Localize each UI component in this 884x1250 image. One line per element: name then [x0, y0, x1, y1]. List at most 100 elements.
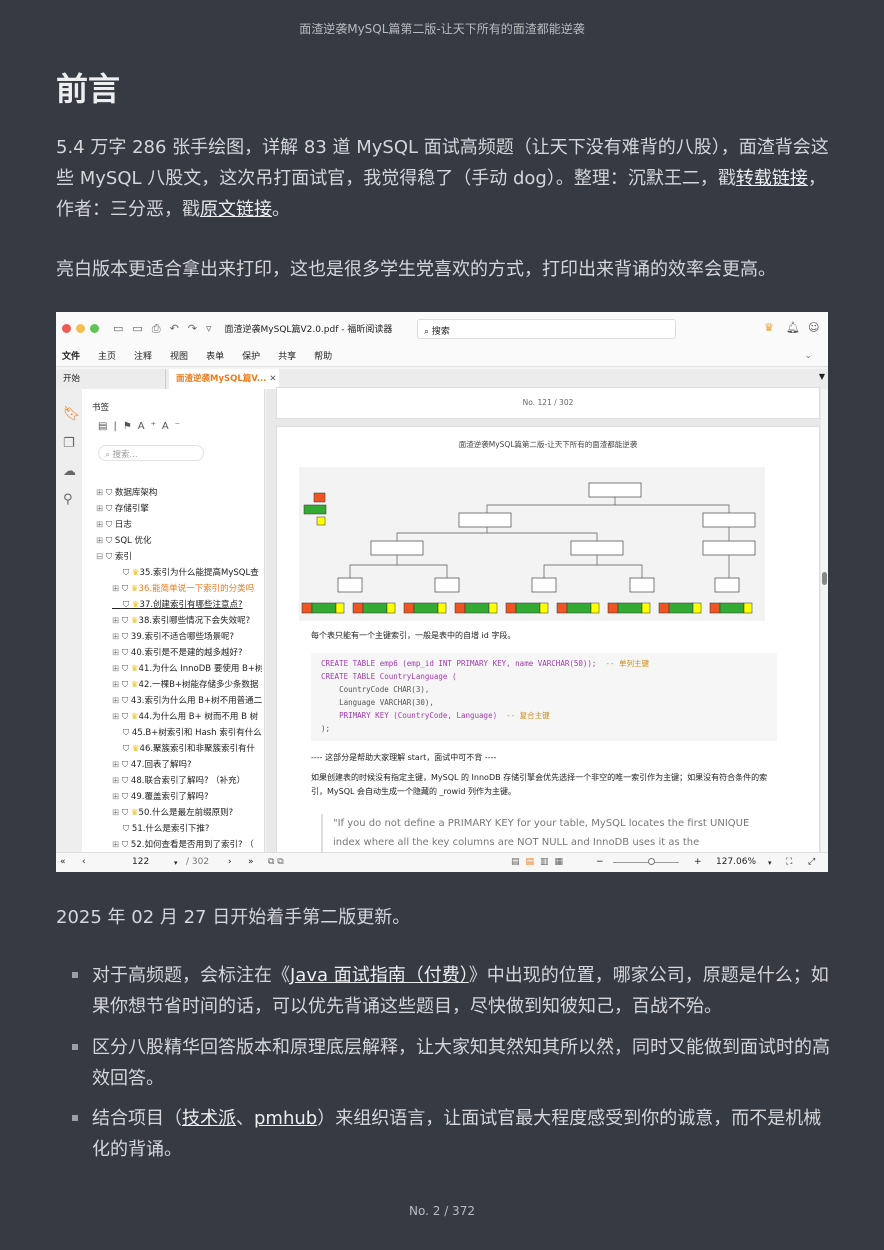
zoom-out-icon[interactable]: − — [596, 857, 604, 867]
bookmark-item[interactable]: ⛉ ♛35.索引为什么能提高MySQL查 — [112, 566, 262, 578]
page-input[interactable]: 122 — [132, 857, 150, 867]
search-box[interactable]: ⌕ 搜索 — [417, 319, 676, 339]
menu-home[interactable]: 主页 — [98, 352, 117, 362]
tab-dropdown-icon[interactable]: ▼ — [818, 372, 825, 381]
bookmark-item[interactable]: ⛉ 45.B+树索引和 Hash 索引有什么 — [112, 726, 262, 738]
bookmark-panel-icon[interactable]: 🔖︎ — [63, 406, 81, 422]
zoom-level[interactable]: 127.06% — [716, 857, 757, 867]
close-tab-icon[interactable]: ✕ — [269, 374, 277, 384]
expand-icon[interactable] — [112, 824, 120, 834]
bookmark-item[interactable]: ⊞ ⛉ 40.索引是不是建的越多越好? — [112, 646, 262, 658]
zoom-slider[interactable] — [613, 862, 679, 863]
bookmark-item[interactable]: ⛉ 51.什么是索引下推? — [112, 822, 262, 834]
bookmark-search[interactable]: ⌕ 搜索... — [98, 445, 204, 461]
bookmark-item[interactable]: ⊞ ⛉ SQL 优化 — [96, 534, 262, 546]
tab-document[interactable]: 面渣逆袭MySQL篇V... ✕ — [169, 369, 279, 389]
menu-form[interactable]: 表单 — [206, 352, 225, 362]
bookmark-item[interactable]: ⛉ ♛46.聚簇索引和非聚簇索引有什 — [112, 742, 262, 754]
expand-icon[interactable]: ⊞ — [112, 792, 122, 802]
prev-page-icon[interactable]: ‹ — [82, 857, 86, 867]
expand-icon[interactable]: ⊞ — [96, 504, 106, 514]
bookmark-tools-icons[interactable]: ▤|⚑A⁺A⁻ — [98, 421, 187, 432]
vertical-scrollbar[interactable] — [821, 389, 828, 852]
expand-icon[interactable]: ⊞ — [112, 696, 122, 706]
bookmark-item[interactable]: ⊞ ⛉ 48.联合索引了解吗? （补充） — [112, 774, 262, 786]
bookmark-item[interactable]: ⊟ ⛉ 索引 — [96, 550, 262, 562]
zoom-slider-handle[interactable] — [648, 858, 655, 865]
menu-view[interactable]: 视图 — [170, 352, 189, 362]
repost-link[interactable]: 转载链接 — [735, 168, 808, 189]
java-guide-link[interactable]: Java 面试指南（付费） — [290, 965, 469, 986]
bookmark-item[interactable]: ⊞ ⛉ ♛42.一棵B+树能存储多少条数据 — [112, 678, 262, 690]
bookmark-item[interactable]: ⛉ ♛37.创建索引有哪些注意点? — [112, 598, 262, 610]
bookmark-icon: ⛉ — [105, 488, 113, 498]
expand-icon[interactable]: ⊞ — [112, 712, 122, 722]
menu-help[interactable]: 帮助 — [314, 352, 333, 362]
expand-icon[interactable]: ⊞ — [96, 488, 106, 498]
expand-icon[interactable]: ⊟ — [96, 552, 106, 562]
bookmark-item[interactable]: ⊞ ⛉ 存储引擎 — [96, 502, 262, 514]
bullet-icon — [72, 972, 78, 978]
view-mode-icons[interactable]: ▤▤▥▦ — [511, 857, 570, 867]
bookmark-item[interactable]: ⊞ ⛉ 数据库架构 — [96, 486, 262, 498]
bookmark-item[interactable]: ⊞ ⛉ 39.索引不适合哪些场景呢? — [112, 630, 262, 642]
expand-icon[interactable] — [112, 728, 120, 738]
bookmark-label: 40.索引是不是建的越多越好? — [130, 648, 243, 658]
first-page-icon[interactable]: « — [60, 857, 66, 867]
expand-icon[interactable]: ⊞ — [112, 664, 122, 674]
quote-block: "If you do not define a PRIMARY KEY for … — [321, 814, 771, 852]
bookmark-item[interactable]: ⊞ ⛉ ♛50.什么是最左前缀原则? — [112, 806, 262, 818]
expand-icon[interactable]: ⊞ — [112, 584, 122, 594]
expand-icon[interactable]: ⊞ — [112, 632, 122, 642]
bookmark-item[interactable]: ⊞ ⛉ 日志 — [96, 518, 262, 530]
attachment-icon[interactable]: ⚲ — [63, 492, 73, 507]
crown-icon: ♛ — [131, 744, 140, 754]
user-icon[interactable]: ☺ — [808, 321, 820, 334]
expand-icon[interactable]: ⊞ — [112, 680, 122, 690]
expand-icon[interactable]: ⊞ — [112, 776, 122, 786]
bookmark-item[interactable]: ⊞ ⛉ ♛41.为什么 InnoDB 要使用 B+树 — [112, 662, 262, 674]
chevron-down-icon[interactable]: ⌄ — [804, 350, 812, 361]
reader-screenshot: ▭▭⎙↶↷▿ 面渣逆袭MySQL篇V2.0.pdf - 福昕阅读器 ⌕ 搜索 ♛… — [56, 312, 828, 872]
fullscreen-icon[interactable]: ⤢ — [808, 857, 816, 867]
menu-share[interactable]: 共享 — [278, 352, 297, 362]
bookmark-item[interactable]: ⊞ ⛉ ♛44.为什么用 B+ 树而不用 B 树 — [112, 710, 262, 722]
pmhub-link[interactable]: pmhub — [254, 1108, 318, 1129]
bookmark-item[interactable]: ⊞ ⛉ 52.如何查看是否用到了索引? （ — [112, 838, 262, 850]
bookmark-item[interactable]: ⊞ ⛉ 49.覆盖索引了解吗? — [112, 790, 262, 802]
comments-icon[interactable]: ☁ — [63, 464, 76, 479]
original-link[interactable]: 原文链接 — [200, 199, 272, 220]
menu-comment[interactable]: 注释 — [134, 352, 153, 362]
expand-icon[interactable]: ⊞ — [112, 808, 122, 818]
expand-icon[interactable] — [112, 744, 120, 754]
fit-icon[interactable]: ⛶ — [786, 857, 793, 867]
scrollbar-thumb[interactable] — [822, 572, 827, 585]
zoom-dropdown-icon[interactable]: ▾ — [768, 859, 772, 867]
menu-protect[interactable]: 保护 — [242, 352, 261, 362]
leaf-node — [352, 602, 396, 614]
expand-icon[interactable]: ⊞ — [112, 648, 122, 658]
expand-icon[interactable]: ⊞ — [96, 536, 106, 546]
bookmark-item[interactable]: ⊞ ⛉ ♛38.索引哪些情况下会失效呢? — [112, 614, 262, 626]
bookmark-item[interactable]: ⊞ ⛉ 47.回表了解吗? — [112, 758, 262, 770]
next-page-icon[interactable]: › — [228, 857, 232, 867]
bell-icon[interactable]: 🔔︎ — [786, 321, 800, 334]
bookmark-item[interactable]: ⊞ ⛉ 43.索引为什么用 B+树不用普通二 — [112, 694, 262, 706]
zoom-in-icon[interactable]: + — [694, 857, 702, 867]
expand-icon[interactable] — [112, 600, 120, 610]
expand-icon[interactable]: ⊞ — [112, 840, 122, 850]
jishupai-link[interactable]: 技术派 — [182, 1108, 236, 1129]
bookmark-item[interactable]: ⊞ ⛉ ♛36.能简单说一下索引的分类吗 — [112, 582, 262, 594]
window-icons[interactable]: ⧉ ⧉ — [268, 857, 284, 867]
crown-icon[interactable]: ♛ — [764, 321, 774, 334]
expand-icon[interactable]: ⊞ — [112, 760, 122, 770]
pages-icon[interactable]: ❐ — [63, 436, 75, 451]
expand-icon[interactable]: ⊞ — [112, 616, 122, 626]
tab-start[interactable]: 开始 — [56, 369, 166, 389]
page-dropdown-icon[interactable]: ▾ — [174, 859, 178, 867]
tab-bar: 开始 面渣逆袭MySQL篇V... ✕ ▼ — [56, 369, 828, 389]
expand-icon[interactable]: ⊞ — [96, 520, 106, 530]
last-page-icon[interactable]: » — [248, 857, 254, 867]
menu-file[interactable]: 文件 — [62, 352, 81, 362]
expand-icon[interactable] — [112, 568, 120, 578]
